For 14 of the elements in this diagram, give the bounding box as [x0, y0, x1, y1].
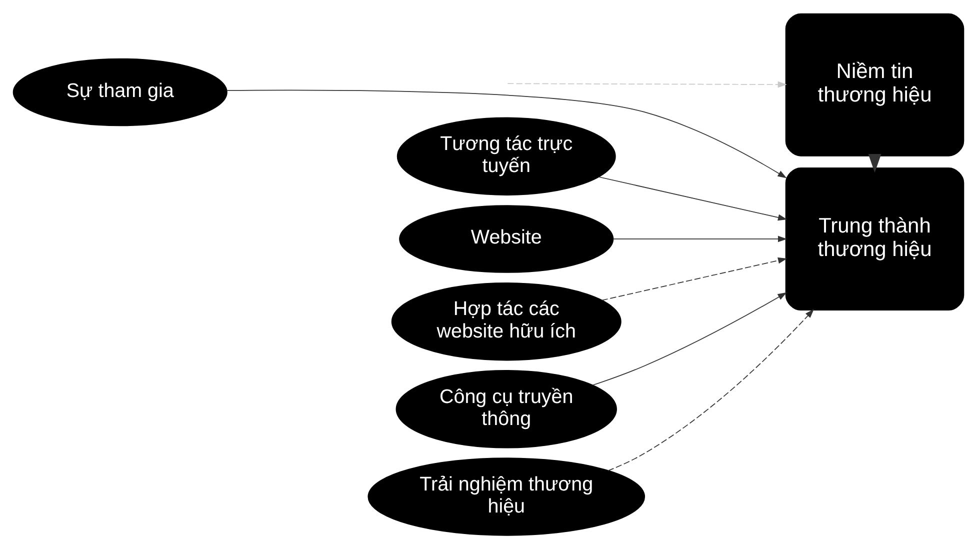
node-ellipse: Tương tác trực tuyến [396, 116, 616, 195]
node-ellipse: Trải nghiệm thương hiệu [368, 457, 646, 536]
arrow [226, 89, 787, 178]
node-ellipse: Hợp tác các website hữu ích [391, 282, 622, 360]
arrow [608, 308, 814, 471]
node-ellipse: Website [399, 204, 614, 272]
arrow [592, 292, 787, 386]
node-ellipse: Sự tham gia [12, 58, 228, 126]
arrow [598, 176, 788, 220]
node-ellipse: Công cụ truyền thông [396, 370, 617, 448]
node-box: Trung thành thương hiệu [785, 166, 964, 310]
arrow [601, 256, 788, 300]
arrow [507, 80, 787, 88]
arrow [613, 235, 788, 242]
